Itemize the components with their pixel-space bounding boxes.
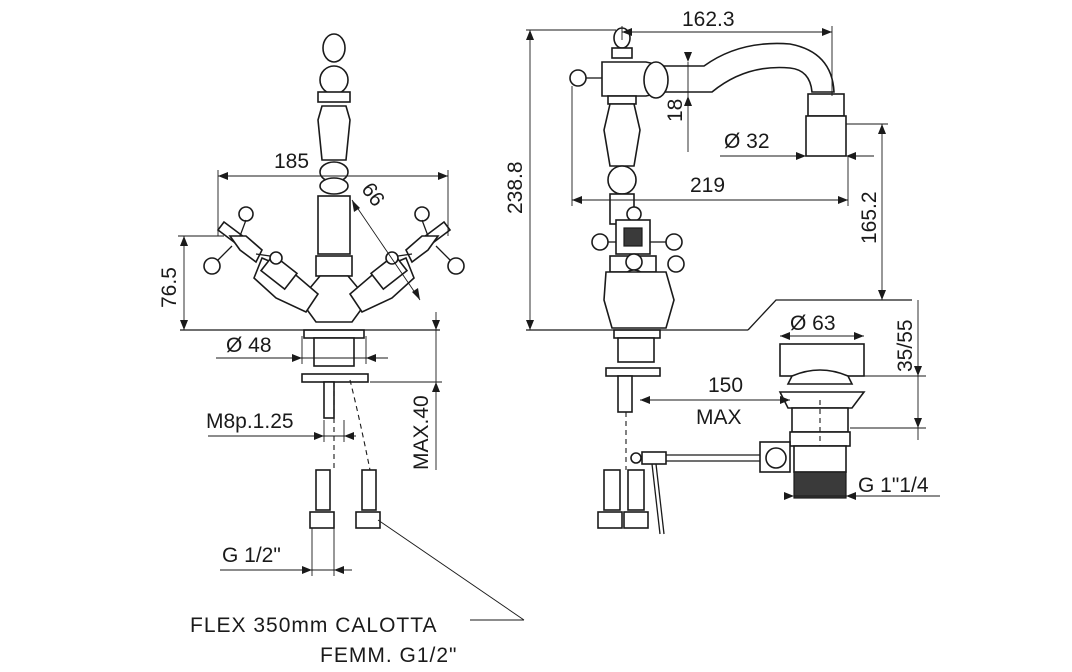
dim-inlet-thread: G 1/2" bbox=[222, 544, 281, 567]
dim-spout-height: 18 bbox=[664, 99, 687, 122]
dim-waste-height: 35/55 bbox=[894, 319, 917, 372]
waste-assembly bbox=[759, 343, 866, 499]
front-view bbox=[180, 33, 465, 529]
dim-base-diameter: Ø 48 bbox=[226, 334, 272, 357]
dim-rod-length: 150 bbox=[708, 374, 743, 397]
dim-side-angle: 66 bbox=[357, 179, 389, 211]
flex-note-line2: FEMM. G1/2" bbox=[320, 644, 457, 667]
dim-waste-diameter: Ø 63 bbox=[790, 312, 836, 335]
dim-spout-length: 162.3 bbox=[682, 8, 735, 31]
dim-outlet-diameter: Ø 32 bbox=[724, 130, 770, 153]
side-view bbox=[526, 27, 912, 535]
dim-spout-reach: 219 bbox=[690, 174, 725, 197]
dim-rod-max: MAX bbox=[696, 406, 742, 429]
dim-waste-thread: G 1"1/4 bbox=[858, 474, 929, 497]
dim-overall-width: 185 bbox=[274, 150, 309, 173]
dim-total-height: 238.8 bbox=[504, 161, 527, 214]
flex-note-line1: FLEX 350mm CALOTTA bbox=[190, 614, 438, 637]
dim-handle-height: 76.5 bbox=[158, 267, 181, 308]
dim-mount-thread: M8p.1.25 bbox=[206, 410, 294, 433]
dim-spout-clearance: 165.2 bbox=[858, 191, 881, 244]
dim-max-thickness: MAX.40 bbox=[410, 395, 433, 470]
flex-leader bbox=[377, 519, 525, 621]
side-dimensions: 162.3 18 Ø 32 238.8 219 165.2 bbox=[504, 8, 940, 500]
front-dimensions: 185 66 76.5 Ø 48 M8p.1.25 MAX.40 bbox=[158, 150, 449, 576]
